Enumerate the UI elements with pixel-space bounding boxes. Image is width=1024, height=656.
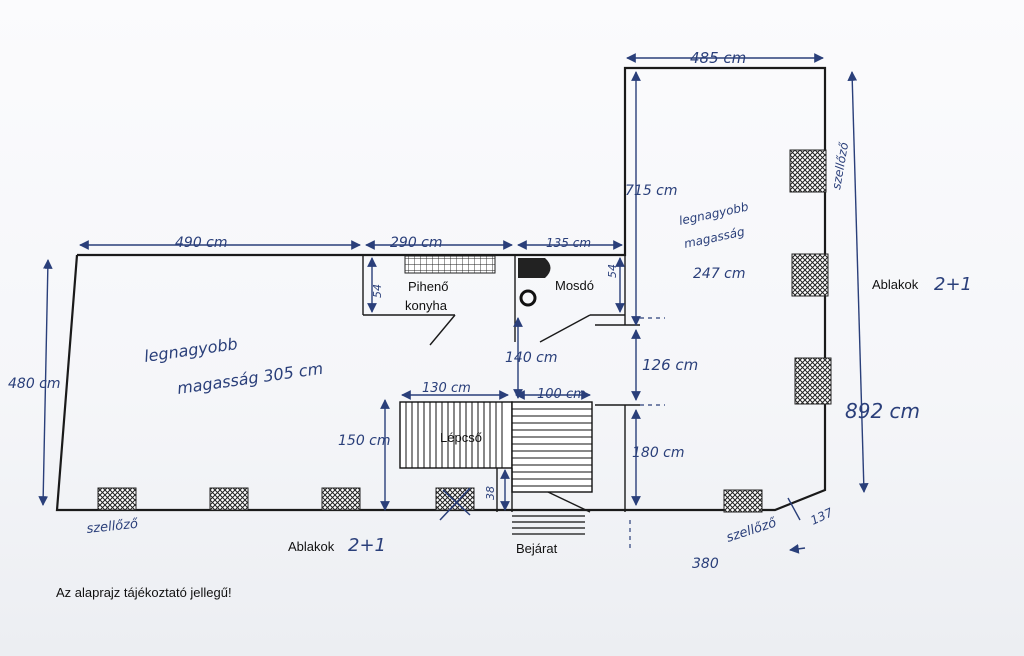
windows-bottom-label: Ablakok: [288, 539, 335, 554]
dim-landing-width: 100 cm: [537, 387, 586, 402]
sink-icon: [519, 289, 537, 307]
dim-step: 38: [484, 486, 497, 500]
dim-right-total: 892 cm: [845, 399, 920, 423]
dim-right-room-height: 715 cm: [625, 183, 678, 199]
interior-walls: [362, 255, 640, 512]
note-right-height-1: legnagyobb: [678, 199, 750, 227]
dim-kitchen-depth: 54: [371, 284, 384, 298]
note-vent-bottom-left: szellőző: [86, 517, 140, 537]
note-left-height-1: legnagyobb: [143, 334, 239, 366]
dim-left-height: 480 cm: [8, 376, 61, 392]
dim-bottom-right: 380: [692, 556, 719, 572]
dim-stairs-width: 130 cm: [422, 381, 471, 396]
note-vent-right: szellőző: [829, 141, 851, 191]
dim-top-bath: 135 cm: [546, 236, 591, 250]
windows-right-label: Ablakok: [872, 277, 919, 292]
kitchen-counter: [404, 255, 496, 274]
toilet-icon: [518, 258, 551, 278]
dimension-lines: [38, 53, 869, 554]
footer-note: Az alaprajz tájékoztató jellegű!: [56, 585, 232, 600]
note-right-height-2: magasság: [683, 224, 746, 251]
room-label-kitchen-1: Pihenő: [408, 279, 448, 294]
room-label-kitchen-2: konyha: [405, 298, 448, 313]
note-right-height-3: 247 cm: [693, 266, 746, 282]
note-left-height-2: magasság 305 cm: [176, 359, 324, 398]
room-label-entrance: Bejárat: [516, 541, 558, 556]
room-label-bathroom: Mosdó: [555, 278, 594, 293]
windows-right-count: 2+1: [934, 274, 972, 295]
note-vent-bottom-right: szellőző: [725, 515, 780, 546]
vent-crossed-mark: [439, 487, 471, 521]
dim-corridor: 140 cm: [505, 350, 558, 366]
dim-bath-depth: 54: [606, 264, 619, 278]
dim-corridor-right: 126 cm: [642, 356, 698, 374]
staircase: [399, 401, 593, 535]
room-label-stairs: Lépcső: [440, 430, 482, 445]
dim-corner: 137: [808, 505, 835, 528]
dim-top-right: 485 cm: [690, 49, 746, 67]
dim-lower-right: 180 cm: [632, 445, 685, 461]
dim-top-kitchen: 290 cm: [390, 235, 443, 251]
vent-grilles: [97, 149, 832, 513]
dim-stairs-depth: 150 cm: [338, 433, 391, 449]
windows-bottom-count: 2+1: [348, 535, 386, 556]
dim-top-left: 490 cm: [175, 235, 228, 251]
